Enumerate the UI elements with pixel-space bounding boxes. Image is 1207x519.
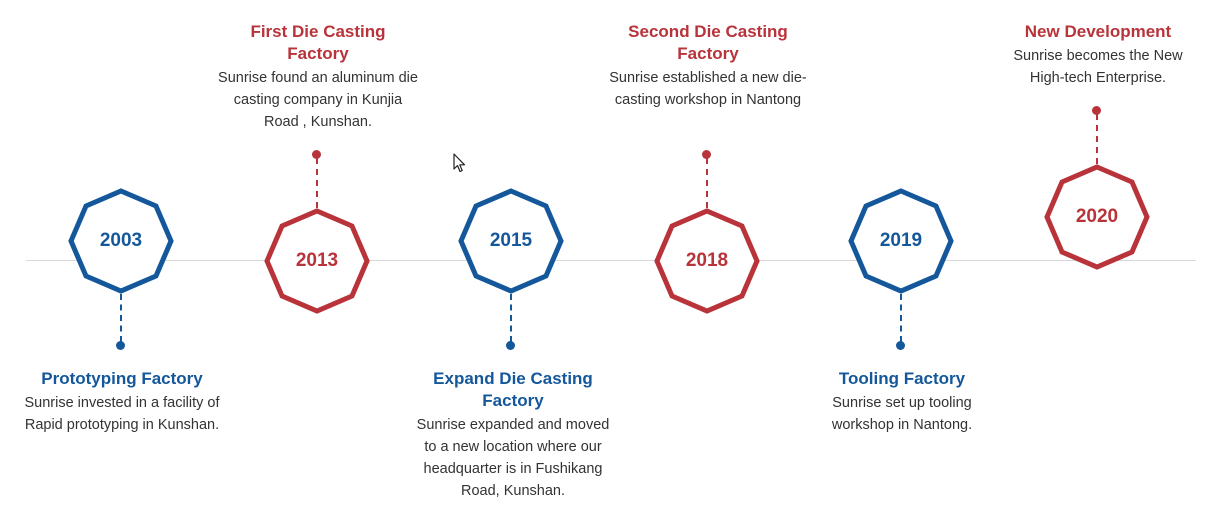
timeline-axis [26, 260, 1196, 261]
milestone-description: Sunrise invested in a facility of Rapid … [24, 395, 220, 433]
milestone-2003: Prototyping Factory Sunrise invested in … [22, 368, 222, 436]
connector-dot [702, 150, 711, 159]
year-label: 2015 [489, 230, 533, 251]
year-badge-2013: 2013 [264, 208, 370, 314]
milestone-title: Second Die Casting Factory [628, 22, 788, 63]
year-label: 2019 [879, 230, 923, 251]
mouse-cursor-icon [453, 153, 467, 178]
connector-line [706, 158, 708, 208]
connector-dot [506, 341, 515, 350]
milestone-description: Sunrise becomes the New High-tech Enterp… [1013, 48, 1183, 86]
milestone-2013: First Die Casting Factory Sunrise found … [218, 21, 418, 133]
year-label: 2018 [685, 250, 729, 271]
milestone-2018: Second Die Casting Factory Sunrise estab… [608, 21, 808, 111]
connector-dot [116, 341, 125, 350]
milestone-title: Expand Die Casting Factory [433, 369, 593, 410]
milestone-2020: New Development Sunrise becomes the New … [998, 21, 1198, 89]
connector-dot [1092, 106, 1101, 115]
year-label: 2020 [1075, 206, 1119, 227]
year-badge-2018: 2018 [654, 208, 760, 314]
connector-line [900, 294, 902, 342]
year-badge-2020: 2020 [1044, 164, 1150, 270]
milestone-title: Tooling Factory [838, 369, 966, 388]
milestone-title: Prototyping Factory [41, 369, 203, 388]
year-label: 2013 [295, 250, 339, 271]
milestone-2019: Tooling Factory Sunrise set up tooling w… [802, 368, 1002, 436]
milestone-title: New Development [1024, 22, 1172, 41]
milestone-title: First Die Casting Factory [250, 22, 386, 63]
connector-dot [896, 341, 905, 350]
connector-line [316, 158, 318, 208]
connector-dot [312, 150, 321, 159]
milestone-description: Sunrise found an aluminum die casting co… [218, 70, 418, 130]
year-label: 2003 [99, 230, 143, 251]
connector-line [1096, 114, 1098, 164]
milestone-2015: Expand Die Casting Factory Sunrise expan… [412, 368, 614, 502]
milestone-description: Sunrise established a new die-casting wo… [609, 70, 807, 108]
milestone-description: Sunrise set up tooling workshop in Nanto… [831, 395, 973, 433]
connector-line [120, 294, 122, 342]
connector-line [510, 294, 512, 342]
milestone-description: Sunrise expanded and moved to a new loca… [416, 417, 610, 499]
year-badge-2019: 2019 [848, 188, 954, 294]
year-badge-2015: 2015 [458, 188, 564, 294]
year-badge-2003: 2003 [68, 188, 174, 294]
